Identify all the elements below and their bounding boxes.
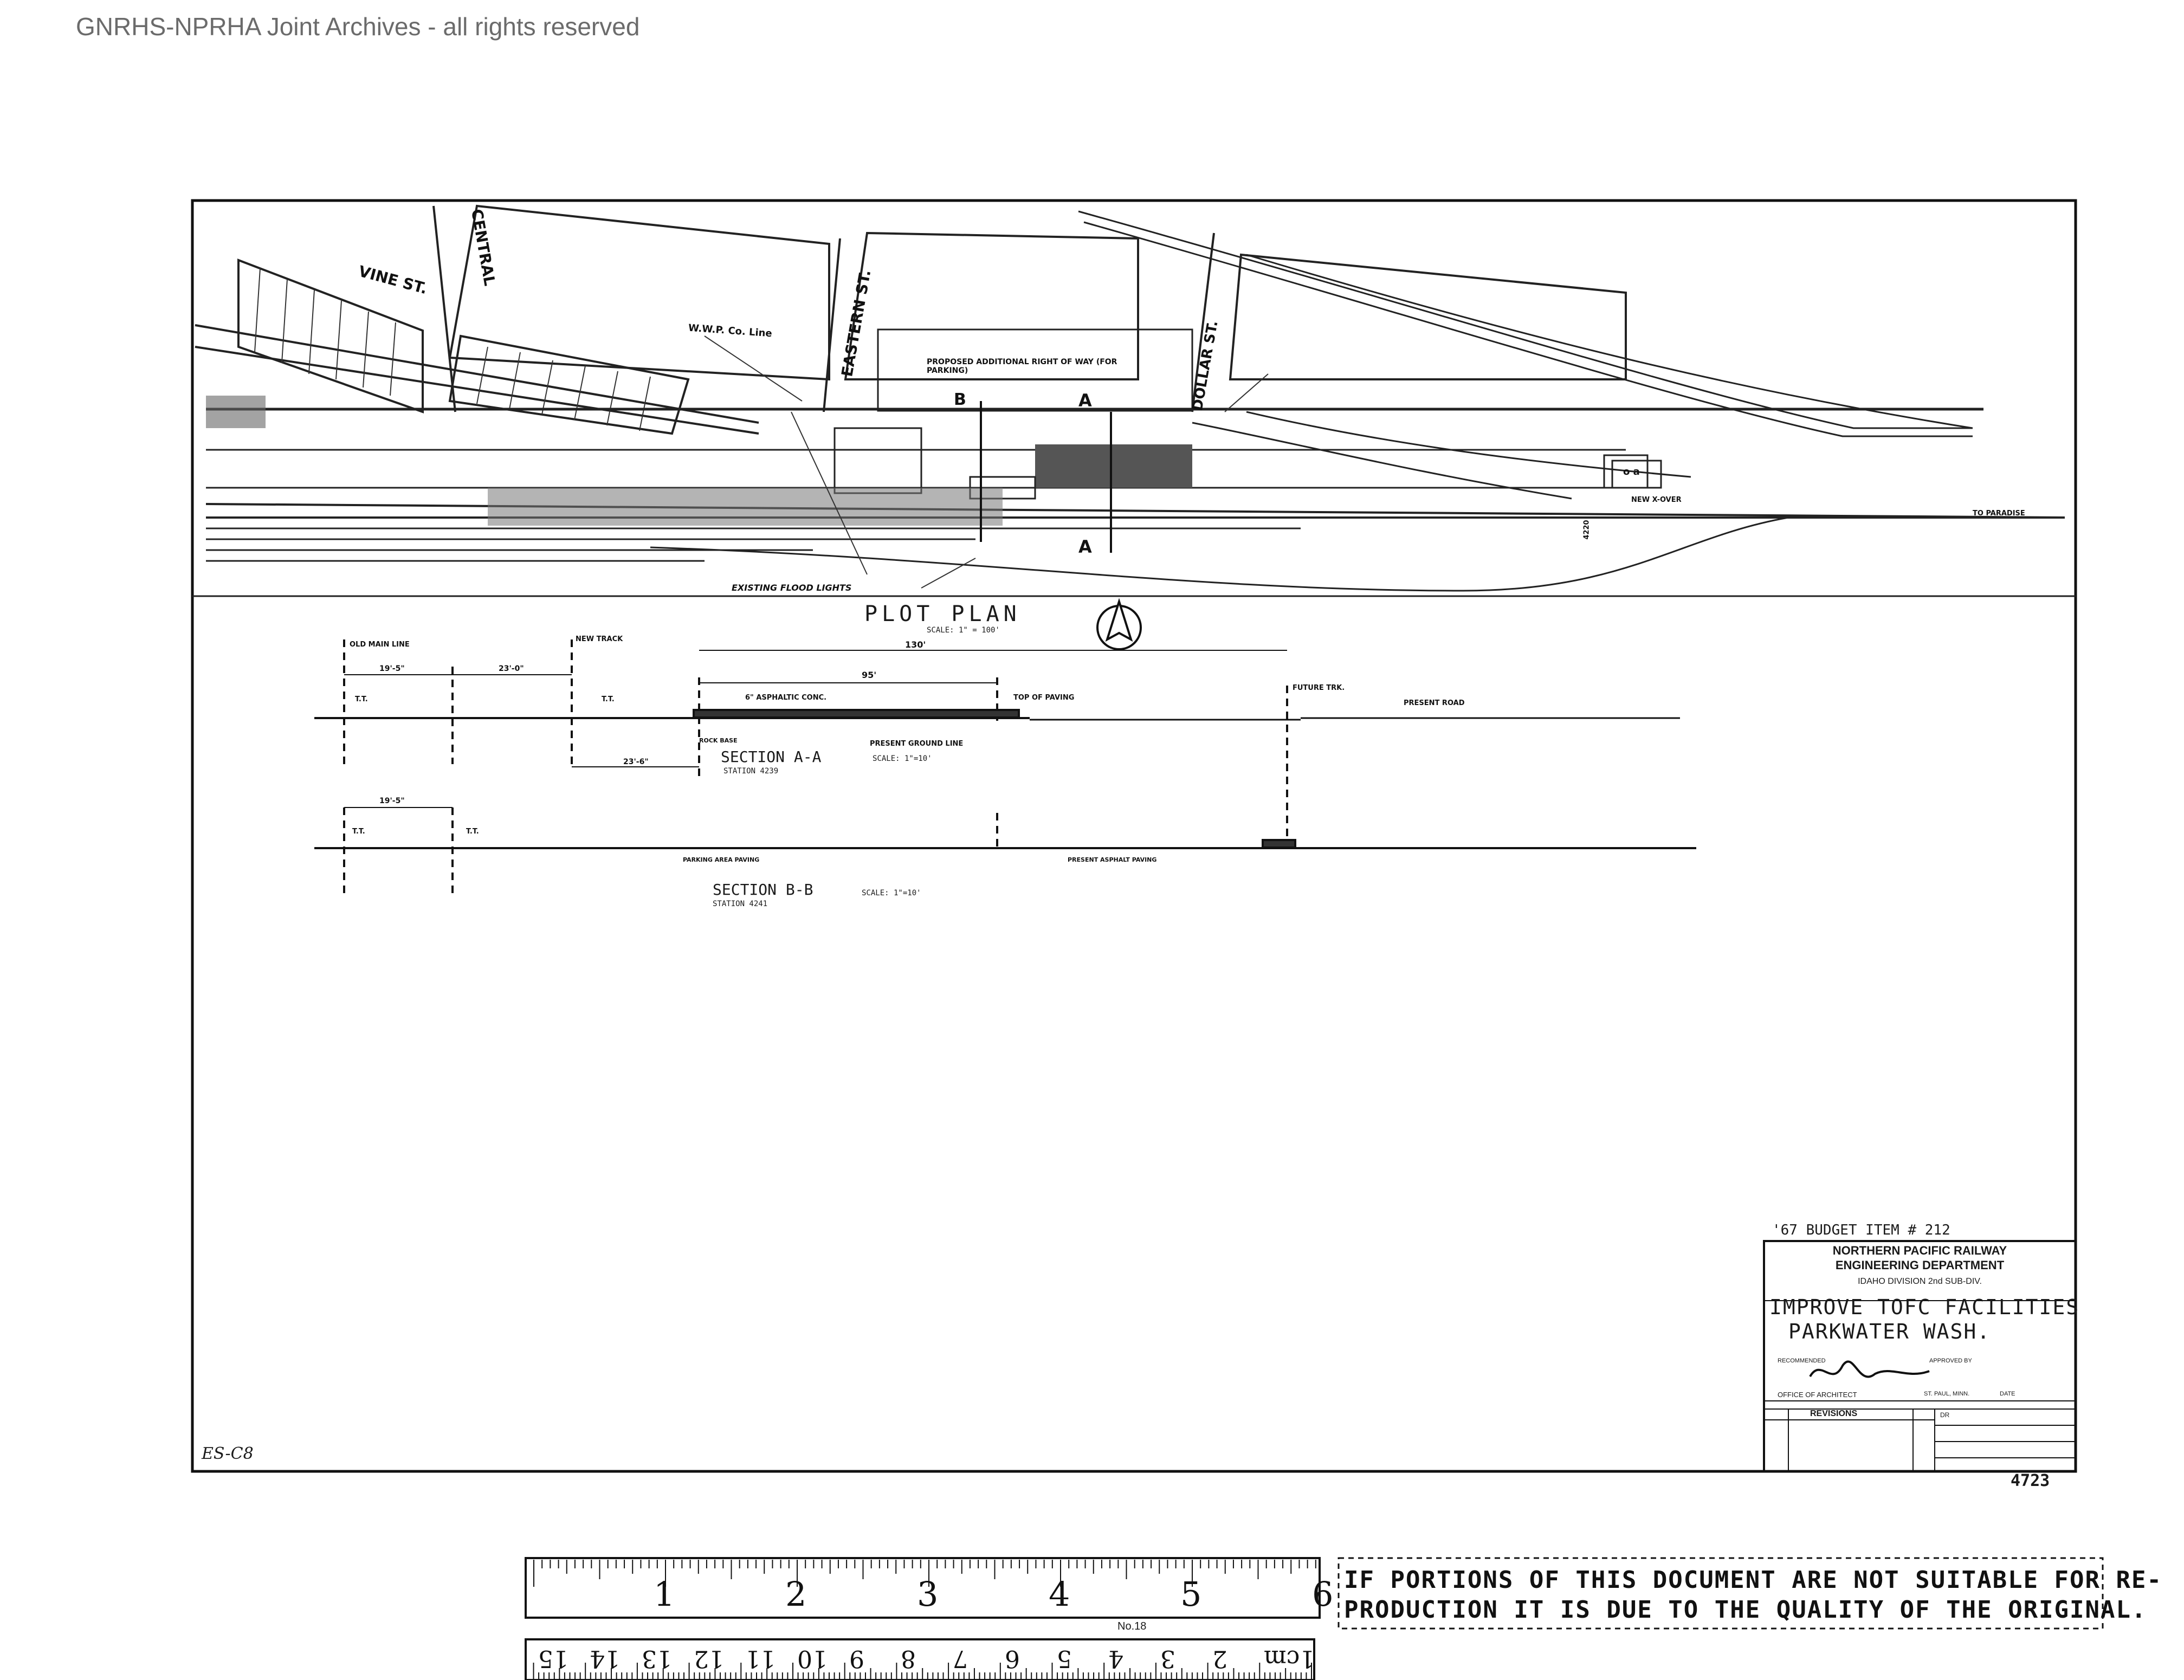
- ruler-inch-label: 4: [1049, 1574, 1070, 1614]
- bb-tt-1: T.T.: [352, 828, 365, 836]
- label-to-paradise: TO PARADISE: [1973, 509, 2025, 518]
- approved-label: APPROVED BY: [1929, 1358, 1972, 1364]
- ruler-cm-label: 14: [590, 1645, 621, 1672]
- ruler-cm-label: 10: [797, 1645, 828, 1672]
- bb-tt-2: T.T.: [466, 828, 479, 836]
- aa-new-track: NEW TRACK: [576, 635, 623, 643]
- location-label: ST. PAUL, MINN.: [1924, 1391, 1970, 1397]
- aa-dim-95: 95': [862, 670, 877, 680]
- section-bb-scale: SCALE: 1"=10': [862, 889, 921, 897]
- signature: [1809, 1360, 1930, 1378]
- aa-dim-23: 23'-0": [499, 664, 524, 673]
- ruler-cm-label: 12: [693, 1645, 724, 1672]
- street-grid: [195, 204, 1627, 435]
- aa-top-paving: TOP OF PAVING: [1013, 694, 1075, 702]
- aa-tt-1: T.T.: [355, 695, 368, 703]
- dr-label: DR: [1940, 1411, 1950, 1419]
- marker-b-top: B: [954, 390, 966, 409]
- drawing-code: ES-C8: [202, 1444, 254, 1463]
- ruler-inch-label: 5: [1180, 1574, 1202, 1614]
- section-aa-scale: SCALE: 1"=10': [873, 754, 932, 763]
- ruler-cm-label: 15: [538, 1645, 568, 1672]
- aa-present-road: PRESENT ROAD: [1404, 699, 1465, 707]
- ruler-inch-label: 6: [1312, 1574, 1334, 1614]
- bb-present-paving: PRESENT ASPHALT PAVING: [1068, 856, 1157, 863]
- aa-future: FUTURE TRK.: [1293, 684, 1345, 692]
- sheet-border: [191, 199, 2077, 1473]
- section-markers: [980, 401, 1112, 553]
- aa-asphalt: 6" ASPHALTIC CONC.: [745, 694, 827, 702]
- ruler-cm-label: 6: [1004, 1645, 1020, 1672]
- ruler-cm-label: 9: [849, 1645, 864, 1672]
- railway-name: NORTHERN PACIFIC RAILWAY: [1832, 1244, 2007, 1257]
- notice-border: [1337, 1557, 2104, 1630]
- ruler: [525, 1557, 1321, 1680]
- main-tracks: [205, 408, 2065, 592]
- archive-watermark: GNRHS-NPRHA Joint Archives - all rights …: [76, 12, 640, 41]
- small-box-label: o a: [1623, 466, 1640, 477]
- marker-a-top: A: [1078, 390, 1092, 411]
- label-station: 4220: [1582, 520, 1591, 540]
- section-aa-profile: [314, 639, 1680, 845]
- ruler-cm-label: 13: [641, 1645, 672, 1672]
- marker-a-bottom: A: [1078, 537, 1092, 557]
- aa-old-main: OLD MAIN LINE: [350, 641, 410, 649]
- yard-structures: [206, 396, 1649, 526]
- ruler-cm-label: 8: [901, 1645, 916, 1672]
- section-aa-title: SECTION A-A: [721, 748, 822, 766]
- sheet-number: 4723: [2011, 1471, 2050, 1490]
- notice-line-2: PRODUCTION IT IS DUE TO THE QUALITY OF T…: [1344, 1596, 2147, 1624]
- bb-dim-19-5: 19'-5": [379, 797, 405, 805]
- recommended-label: RECOMMENDED: [1778, 1358, 1826, 1364]
- plot-plan-scale: SCALE: 1" = 100': [927, 626, 1000, 635]
- aa-dim-130: 130': [905, 639, 926, 650]
- section-aa-station: STATION 4239: [723, 767, 779, 776]
- aa-dim-19-5: 19'-5": [379, 664, 405, 673]
- revisions-label: REVISIONS: [1810, 1409, 1858, 1418]
- ruler-inch-label: 1: [654, 1574, 675, 1614]
- ruler-inch-label: 2: [785, 1574, 807, 1614]
- title-block-frame: [1763, 1240, 2077, 1472]
- ruler-ticks-cm: [533, 1663, 1312, 1679]
- section-bb-station: STATION 4241: [713, 900, 768, 908]
- date-label: DATE: [2000, 1391, 2015, 1397]
- ruler-cm-label: 7: [953, 1645, 968, 1672]
- ruler-inch-label: 3: [917, 1574, 939, 1614]
- proposed-row-box: [877, 328, 1193, 412]
- ruler-cm-label: 4: [1108, 1645, 1124, 1672]
- north-arrow-icon: [1096, 598, 1142, 650]
- budget-item: '67 BUDGET ITEM # 212: [1772, 1222, 1950, 1238]
- ruler-cm-label: 11: [745, 1645, 776, 1672]
- aa-tt-2: T.T.: [602, 695, 615, 703]
- lot-lines: [254, 268, 651, 431]
- section-bb-profile: [314, 807, 1696, 894]
- ruler-cm-label: 2: [1212, 1645, 1227, 1672]
- ruler-cm-label: 1cm: [1264, 1645, 1315, 1672]
- aa-rock-base: ROCK BASE: [699, 737, 738, 744]
- notice-line-1: IF PORTIONS OF THIS DOCUMENT ARE NOT SUI…: [1344, 1566, 2162, 1594]
- office-label: OFFICE OF ARCHITECT: [1778, 1391, 1857, 1399]
- bb-parking-paving: PARKING AREA PAVING: [683, 856, 760, 863]
- ruler-ticks: [533, 1560, 1316, 1587]
- leader-lines: [704, 335, 1269, 589]
- division-name: IDAHO DIVISION 2nd SUB-DIV.: [1858, 1277, 1982, 1286]
- label-new-xover: NEW X-OVER: [1631, 496, 1682, 504]
- project-line-2: PARKWATER WASH.: [1788, 1320, 1991, 1343]
- section-bb-title: SECTION B-B: [713, 881, 813, 899]
- project-line-1: IMPROVE TOFC FACILITIES: [1769, 1295, 2080, 1319]
- label-flood-lights: EXISTING FLOOD LIGHTS: [732, 583, 852, 593]
- aa-dim-23-b: 23'-6": [623, 758, 649, 766]
- small-box: [1611, 460, 1662, 489]
- ruler-maker: No.18: [1117, 1620, 1147, 1632]
- ruler-cm-label: 3: [1160, 1645, 1175, 1672]
- label-proposed-row: PROPOSED ADDITIONAL RIGHT OF WAY (FOR PA…: [927, 358, 1117, 375]
- department-name: ENGINEERING DEPARTMENT: [1835, 1258, 2005, 1272]
- plot-plan-title: PLOT PLAN: [864, 602, 1021, 626]
- aa-present-ground: PRESENT GROUND LINE: [870, 740, 964, 748]
- ruler-cm-label: 5: [1056, 1645, 1072, 1672]
